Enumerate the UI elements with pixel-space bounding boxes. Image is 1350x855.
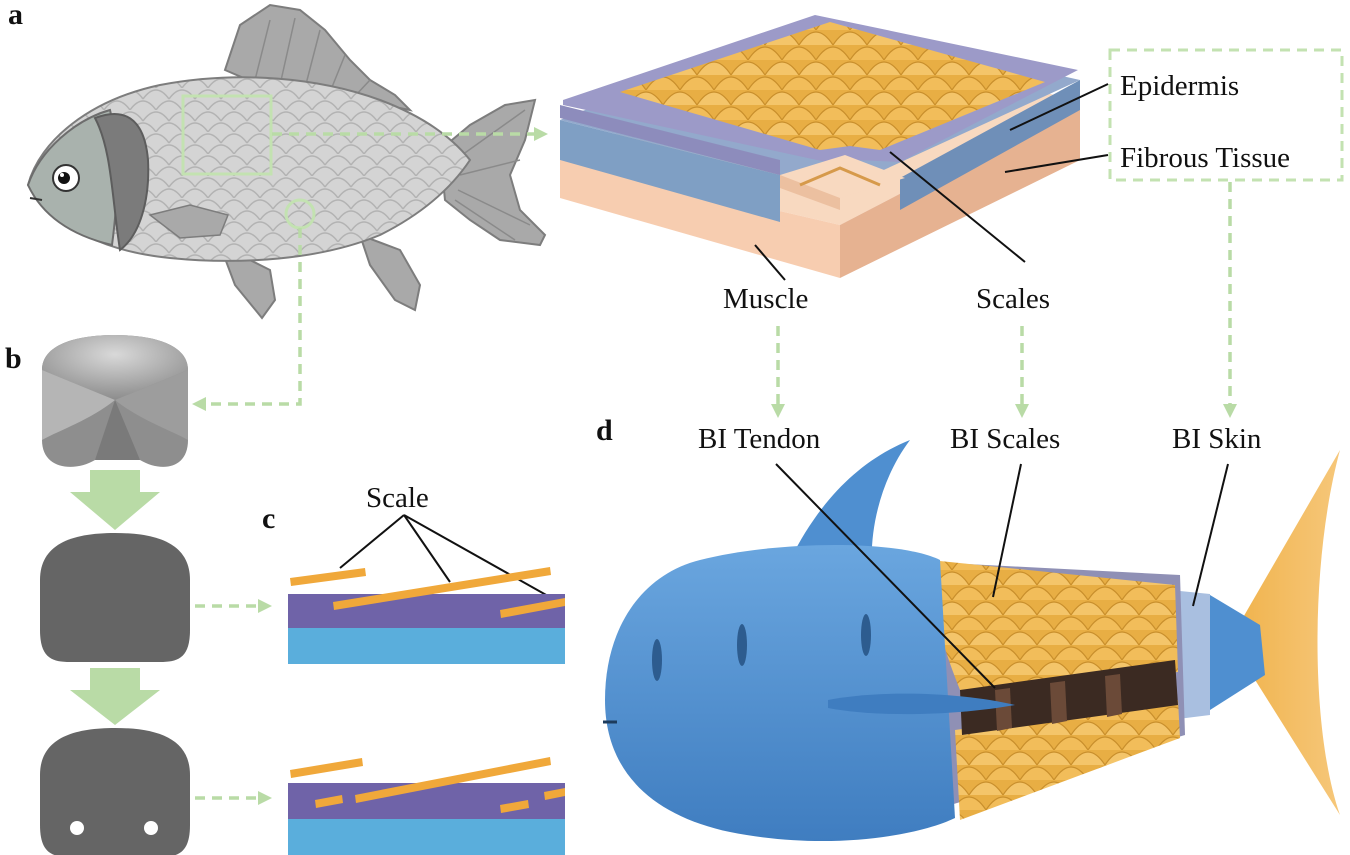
scale-cross-section-holes — [40, 728, 190, 855]
panel-label-c: c — [262, 502, 275, 535]
scale-cross-section — [40, 533, 190, 662]
layer-diagram-top — [288, 567, 565, 664]
layer-diagram-bottom — [288, 757, 565, 855]
panel-label-d: d — [596, 414, 613, 447]
robot-fish — [603, 440, 1340, 842]
scale-3d-model — [42, 335, 188, 467]
bi-tendon-label: BI Tendon — [698, 423, 821, 455]
tissue-label-box — [1108, 48, 1344, 182]
fibrous-tissue-label: Fibrous Tissue — [1120, 142, 1290, 174]
panel-label-b: b — [5, 342, 22, 375]
bi-skin-label: BI Skin — [1172, 423, 1262, 455]
scales-label: Scales — [976, 283, 1050, 315]
bi-scales-label: BI Scales — [950, 423, 1060, 455]
panel-label-a: a — [8, 0, 23, 31]
skin-cross-section-block — [560, 15, 1080, 278]
scale-label: Scale — [366, 482, 429, 514]
fish-skin-highlight-box — [181, 94, 273, 176]
fish-illustration — [26, 3, 547, 320]
epidermis-label: Epidermis — [1120, 70, 1239, 102]
muscle-label: Muscle — [723, 283, 808, 315]
